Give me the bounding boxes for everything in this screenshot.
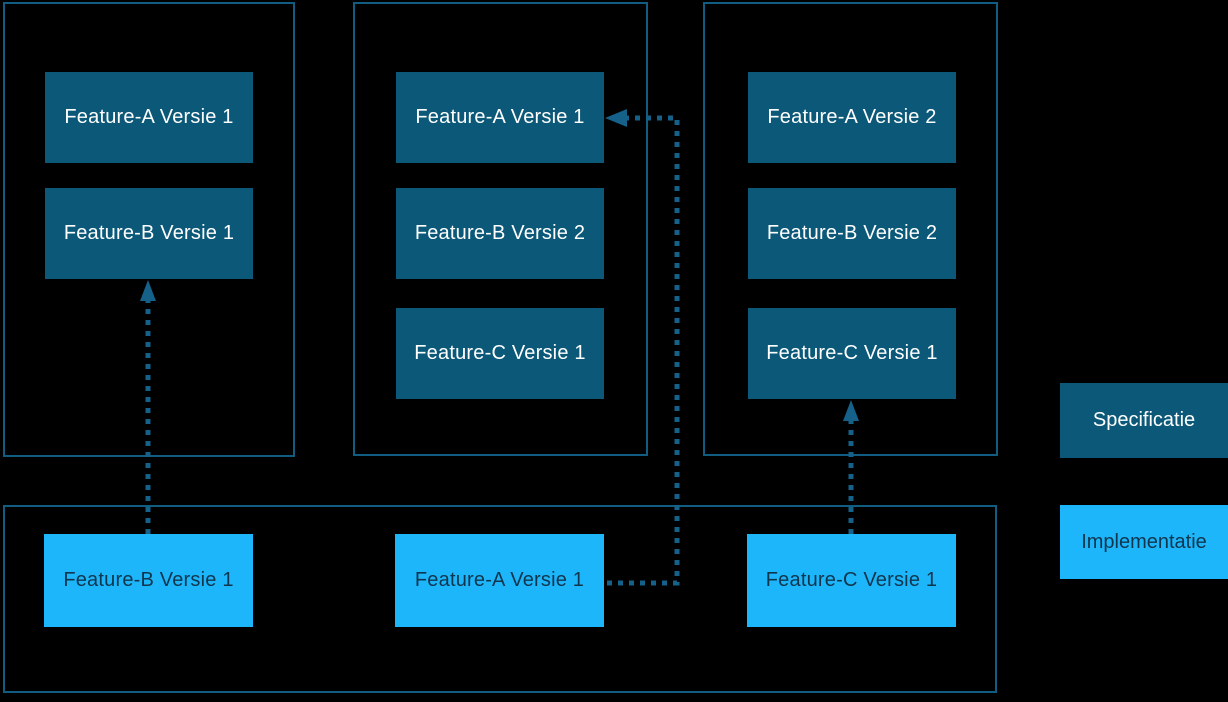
legend-specification: Specificatie bbox=[1060, 383, 1228, 458]
spec-box-feature-b-v2: Feature-B Versie 2 bbox=[748, 188, 956, 279]
spec-box-feature-a-v2: Feature-A Versie 2 bbox=[748, 72, 956, 163]
specification-container-3: Feature-A Versie 2 Feature-B Versie 2 Fe… bbox=[703, 2, 998, 456]
implementation-container: Feature-B Versie 1 Feature-A Versie 1 Fe… bbox=[3, 505, 997, 693]
spec-box-feature-b-v1: Feature-B Versie 1 bbox=[45, 188, 253, 279]
impl-box-feature-c-v1: Feature-C Versie 1 bbox=[747, 534, 956, 627]
spec-box-feature-c-v1: Feature-C Versie 1 bbox=[396, 308, 604, 399]
specification-container-2: Feature-A Versie 1 Feature-B Versie 2 Fe… bbox=[353, 2, 648, 456]
impl-box-feature-a-v1: Feature-A Versie 1 bbox=[395, 534, 604, 627]
impl-box-feature-b-v1: Feature-B Versie 1 bbox=[44, 534, 253, 627]
spec-box-feature-b-v2: Feature-B Versie 2 bbox=[396, 188, 604, 279]
spec-box-feature-a-v1: Feature-A Versie 1 bbox=[45, 72, 253, 163]
spec-box-feature-a-v1: Feature-A Versie 1 bbox=[396, 72, 604, 163]
legend-implementation: Implementatie bbox=[1060, 505, 1228, 579]
spec-box-feature-c-v1: Feature-C Versie 1 bbox=[748, 308, 956, 399]
specification-container-1: Feature-A Versie 1 Feature-B Versie 1 bbox=[3, 2, 295, 457]
